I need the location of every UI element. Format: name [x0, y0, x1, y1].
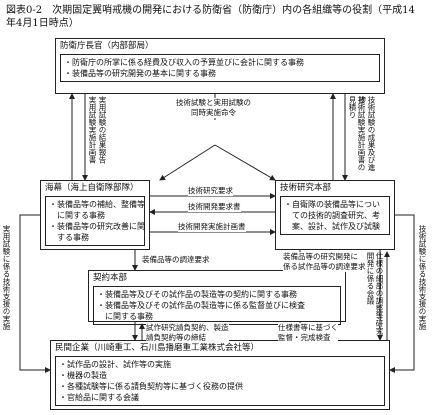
minkan-item: ・試作品の設計、試作等の実施 [59, 360, 171, 369]
kenkyu-kaihatsu-label: 装備品等の研究開発に 係る試作品等の調達要求 [283, 252, 366, 272]
keiyaku-item: に関する事務 [97, 312, 153, 321]
ukeoi-label: 試作研究請負契約、製造 請負契約等の締結 [146, 323, 229, 343]
v-jitsuyo-kekka-label: 実用試験の結果報告 [98, 96, 107, 164]
gijutsu-yokyu-label: 技術研究要求 [188, 186, 233, 196]
gikenbu-items: ・自衛隊の装備品等につい ての技術的調査研究、考 案、設計、試作及び試験 [280, 196, 390, 235]
naikyoku-item: ・防衛庁の所掌に係る経費及び収入の予算並びに会計に関する事務 [64, 58, 304, 67]
shiyosho-line: 仕様書等に基づく [278, 323, 338, 332]
kaibaku-item: に関する事務 [49, 211, 105, 220]
kaibaku-items: ・装備品等の補給、整備等 に関する事務 ・装備品等の研究改善に関 する事務 [45, 196, 145, 246]
keiyaku-items: ・装備品等及びその試作品の製造等の契約に関する事務 ・装備品等及びその試作品の製… [93, 286, 341, 325]
arrow-order-kaibaku [159, 144, 216, 181]
caption-line-2: 年4月1日時点） [6, 18, 79, 29]
naikyoku-box: 防衛庁長官（内部部局） ・防衛庁の所掌に係る経費及び収入の予算並びに会計に関する… [55, 38, 385, 94]
kaibaku-item: ・装備品等の研究改善に関 [49, 222, 145, 231]
arrow-order-gikenbu [214, 144, 276, 181]
kaibaku-title: 海幕（海上自衛隊部隊） [45, 183, 139, 193]
kenkyu-kaihatsu-line: 係る試作品等の調達要求 [283, 262, 366, 271]
v-left-side-label: 実用試験に係る技術支援の実施 [2, 225, 11, 330]
center-order-line: 同時実施命令 [191, 108, 236, 117]
kaihatsu-yokyu-label: 技術開発要求書 [188, 202, 241, 212]
minkan-items: ・試作品の設計、試作等の実施 ・機器の製造 ・各種試験等に係る請負契約等に基づく… [55, 356, 385, 406]
kenkyu-kaihatsu-line: 装備品等の研究開発に [283, 252, 358, 261]
v-shiyo-label: 仕様の細部の調整等研究開発に係る会議 [366, 252, 384, 335]
gikenbu-item: 案、設計、試作及び試験 [284, 222, 380, 231]
keiyaku-title: 契約本部 [93, 273, 128, 283]
ukeoi-line: 試作研究請負契約、製造 [146, 323, 229, 332]
minkan-box: 民間企業（川崎重工、石川島播磨重工業株式会社等） ・試作品の設計、試作等の実施 … [50, 340, 390, 410]
naikyoku-title: 防衛庁長官（内部部局） [60, 41, 154, 51]
minkan-item: ・各種試験等に係る請負契約等に基づく役務の提供 [59, 382, 243, 391]
shiyosho-label: 仕様書等に基づく 監督・完成検査 [278, 323, 338, 343]
minkan-item: ・機器の製造 [59, 371, 107, 380]
shiyosho-line: 監督・完成検査 [278, 333, 331, 342]
keiyaku-box: 契約本部 ・装備品等及びその試作品の製造等の契約に関する事務 ・装備品等及びその… [88, 270, 346, 325]
v-jitsuyo-keikaku-label: 実用試験実施計画書 [88, 96, 97, 164]
kaibaku-item: する事務 [49, 233, 89, 242]
kaibaku-item: ・装備品等の補給、整備等 [49, 200, 145, 209]
v-gijutsu-seika-label: 技術試験の成果及び進捗 [358, 96, 376, 171]
keiyaku-item: ・装備品等及びその試作品の製造等の契約に関する事務 [97, 290, 297, 299]
gikenbu-item: ての技術的調査研究、考 [284, 211, 380, 220]
loop-right [389, 214, 415, 373]
kaibaku-box: 海幕（海上自衛隊部隊） ・装備品等の補給、整備等 に関する事務 ・装備品等の研究… [40, 180, 150, 250]
naikyoku-item: ・装備品等の研究開発の基本に関する事務 [64, 69, 216, 78]
caption-line-1: 図表0-2 次期固定翼哨戒機の開発における防衛省（防衛庁）内の各組織等の役割（平… [6, 5, 415, 16]
kaihatsu-jisshi-label: 技術開発実施計画書 [178, 222, 246, 232]
naikyoku-items: ・防衛庁の所掌に係る経費及び収入の予算並びに会計に関する事務 ・装備品等の研究開… [60, 54, 380, 82]
center-order-line: 技術試験と実用試験の [176, 98, 251, 107]
gikenbu-title: 技術研究本部 [280, 183, 332, 193]
gikenbu-box: 技術研究本部 ・自衛隊の装備品等につい ての技術的調査研究、考 案、設計、試作及… [275, 180, 395, 250]
v-right-side-label: 技術試験に係る技術支援の実施 [418, 225, 427, 330]
minkan-item: ・官給品に関する会議 [59, 393, 139, 402]
loop-left [19, 214, 51, 373]
minkan-title: 民間企業（川崎重工、石川島播磨重工業株式会社等） [55, 343, 260, 353]
ukeoi-line: 請負契約等の締結 [146, 333, 206, 342]
v-gijutsu-keikaku-label: 技術試験実施計画書の見積り [348, 96, 366, 171]
center-order-label: 技術試験と実用試験の 同時実施命令 [176, 98, 251, 118]
gikenbu-item: ・自衛隊の装備品等につい [284, 200, 380, 209]
keiyaku-item: ・装備品等及びその試作品の製造等に係る監督並びに検査 [97, 301, 305, 310]
figure-caption: 図表0-2 次期固定翼哨戒機の開発における防衛省（防衛庁）内の各組織等の役割（平… [6, 4, 430, 30]
chotatsu-yokyu-label: 装備品等の調達要求 [142, 255, 210, 265]
